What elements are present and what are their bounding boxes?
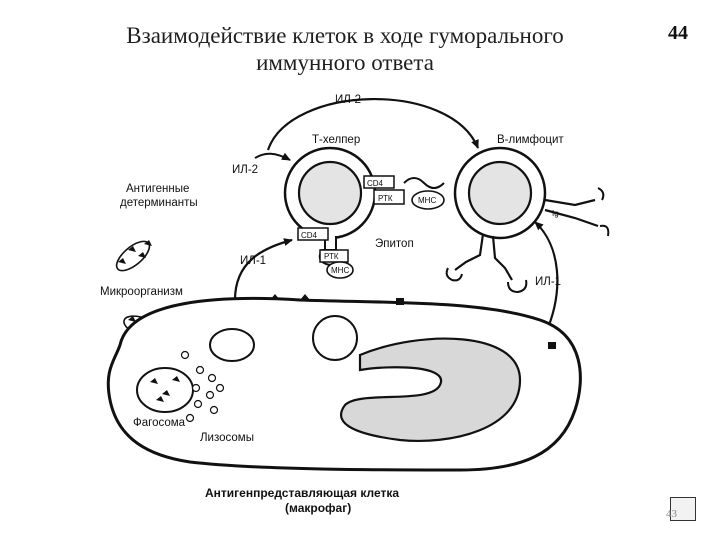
arrow-il2-top	[266, 98, 480, 151]
label-epitope: Эпитоп	[375, 238, 414, 250]
label-il1-left: ИЛ-1	[240, 255, 266, 267]
label-mhc-top: МНС	[418, 196, 436, 205]
label-cd4-top: CD4	[367, 179, 384, 188]
b-lymphocyte-cell	[445, 146, 610, 294]
macrophage-cell	[106, 294, 582, 472]
arrow-il1-right	[534, 221, 559, 336]
slide-title: Взаимодействие клеток в ходе гуморальног…	[40, 22, 650, 76]
label-rtk-top: РТК	[378, 194, 393, 203]
label-il2-top: ИЛ-2	[335, 94, 361, 106]
label-apc-1: Антигенпредставляющая клетка	[205, 486, 399, 500]
label-cd4-bottom: CD4	[301, 231, 318, 240]
slide-nav-button[interactable]	[670, 497, 696, 521]
label-antigen-det-1: Антигенные	[126, 183, 189, 195]
label-il1-right: ИЛ-1	[535, 276, 561, 288]
page-number: 44	[668, 22, 688, 44]
label-rtk-bottom: РТК	[324, 252, 339, 261]
label-ig: Ig	[552, 209, 559, 218]
label-antigen-det-2: детерминанты	[120, 197, 198, 209]
label-il2-left: ИЛ-2	[232, 164, 258, 176]
t-helper-cell	[283, 146, 377, 266]
label-apc-2: (макрофаг)	[285, 501, 351, 515]
label-b-lymphocyte: В-лимфоцит	[497, 134, 564, 146]
cd4-rtk-mhc-complex-top	[363, 175, 445, 210]
cd4-rtk-mhc-complex-bottom	[297, 227, 354, 279]
antigen-particle	[115, 240, 152, 272]
label-mhc-bottom: МНС	[331, 266, 349, 275]
label-phagosome: Фагосома	[133, 417, 186, 429]
title-line-2: иммунного ответа	[256, 50, 434, 75]
arrow-il1-left	[233, 238, 293, 301]
arrow-il2-left	[254, 152, 291, 161]
label-lysosomes: Лизосомы	[200, 432, 254, 444]
label-t-helper: Т-хелпер	[312, 134, 360, 146]
label-microorganism: Микроорганизм	[100, 286, 183, 298]
nav-slide-number: 43	[666, 508, 677, 520]
title-line-1: Взаимодействие клеток в ходе гуморальног…	[126, 23, 564, 48]
